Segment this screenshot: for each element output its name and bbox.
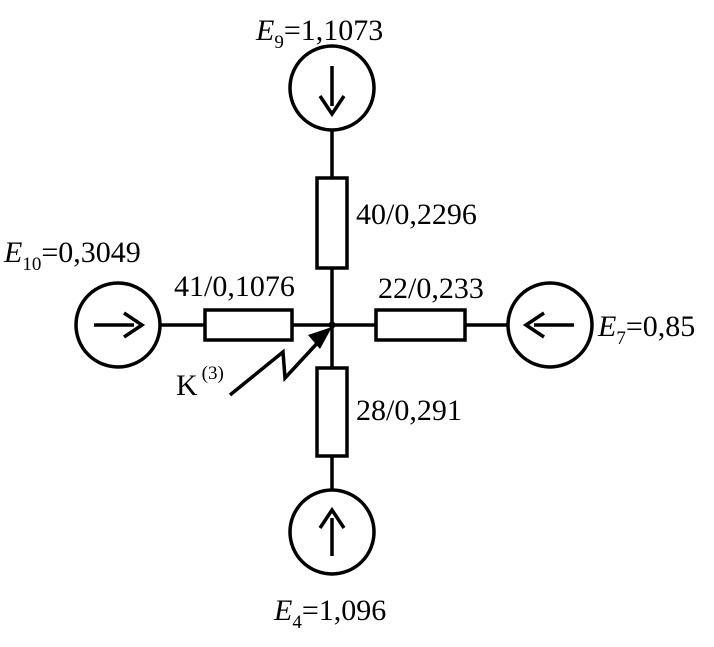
source-e10 xyxy=(74,281,162,369)
resistor-top xyxy=(315,176,349,270)
resistor-bottom xyxy=(315,366,349,458)
label-fault: K(3) xyxy=(176,363,224,402)
resistor-left xyxy=(203,308,294,342)
label-e10: E10=0,3049 xyxy=(3,236,141,275)
resistor-right xyxy=(374,308,467,342)
label-e4: E4=1,096 xyxy=(273,594,386,633)
junction-node xyxy=(328,321,336,329)
label-branch-left: 41/0,1076 xyxy=(174,270,295,303)
fault-arrow xyxy=(228,327,332,397)
source-e9 xyxy=(288,44,376,132)
source-e4 xyxy=(288,488,376,576)
label-e7: E7=0,85 xyxy=(597,310,695,349)
label-branch-right: 22/0,233 xyxy=(378,272,484,305)
source-e7 xyxy=(506,281,594,369)
label-e9: E9=1,1073 xyxy=(255,14,383,53)
label-branch-top: 40/0,2296 xyxy=(356,198,477,231)
label-branch-bottom: 28/0,291 xyxy=(356,394,462,427)
